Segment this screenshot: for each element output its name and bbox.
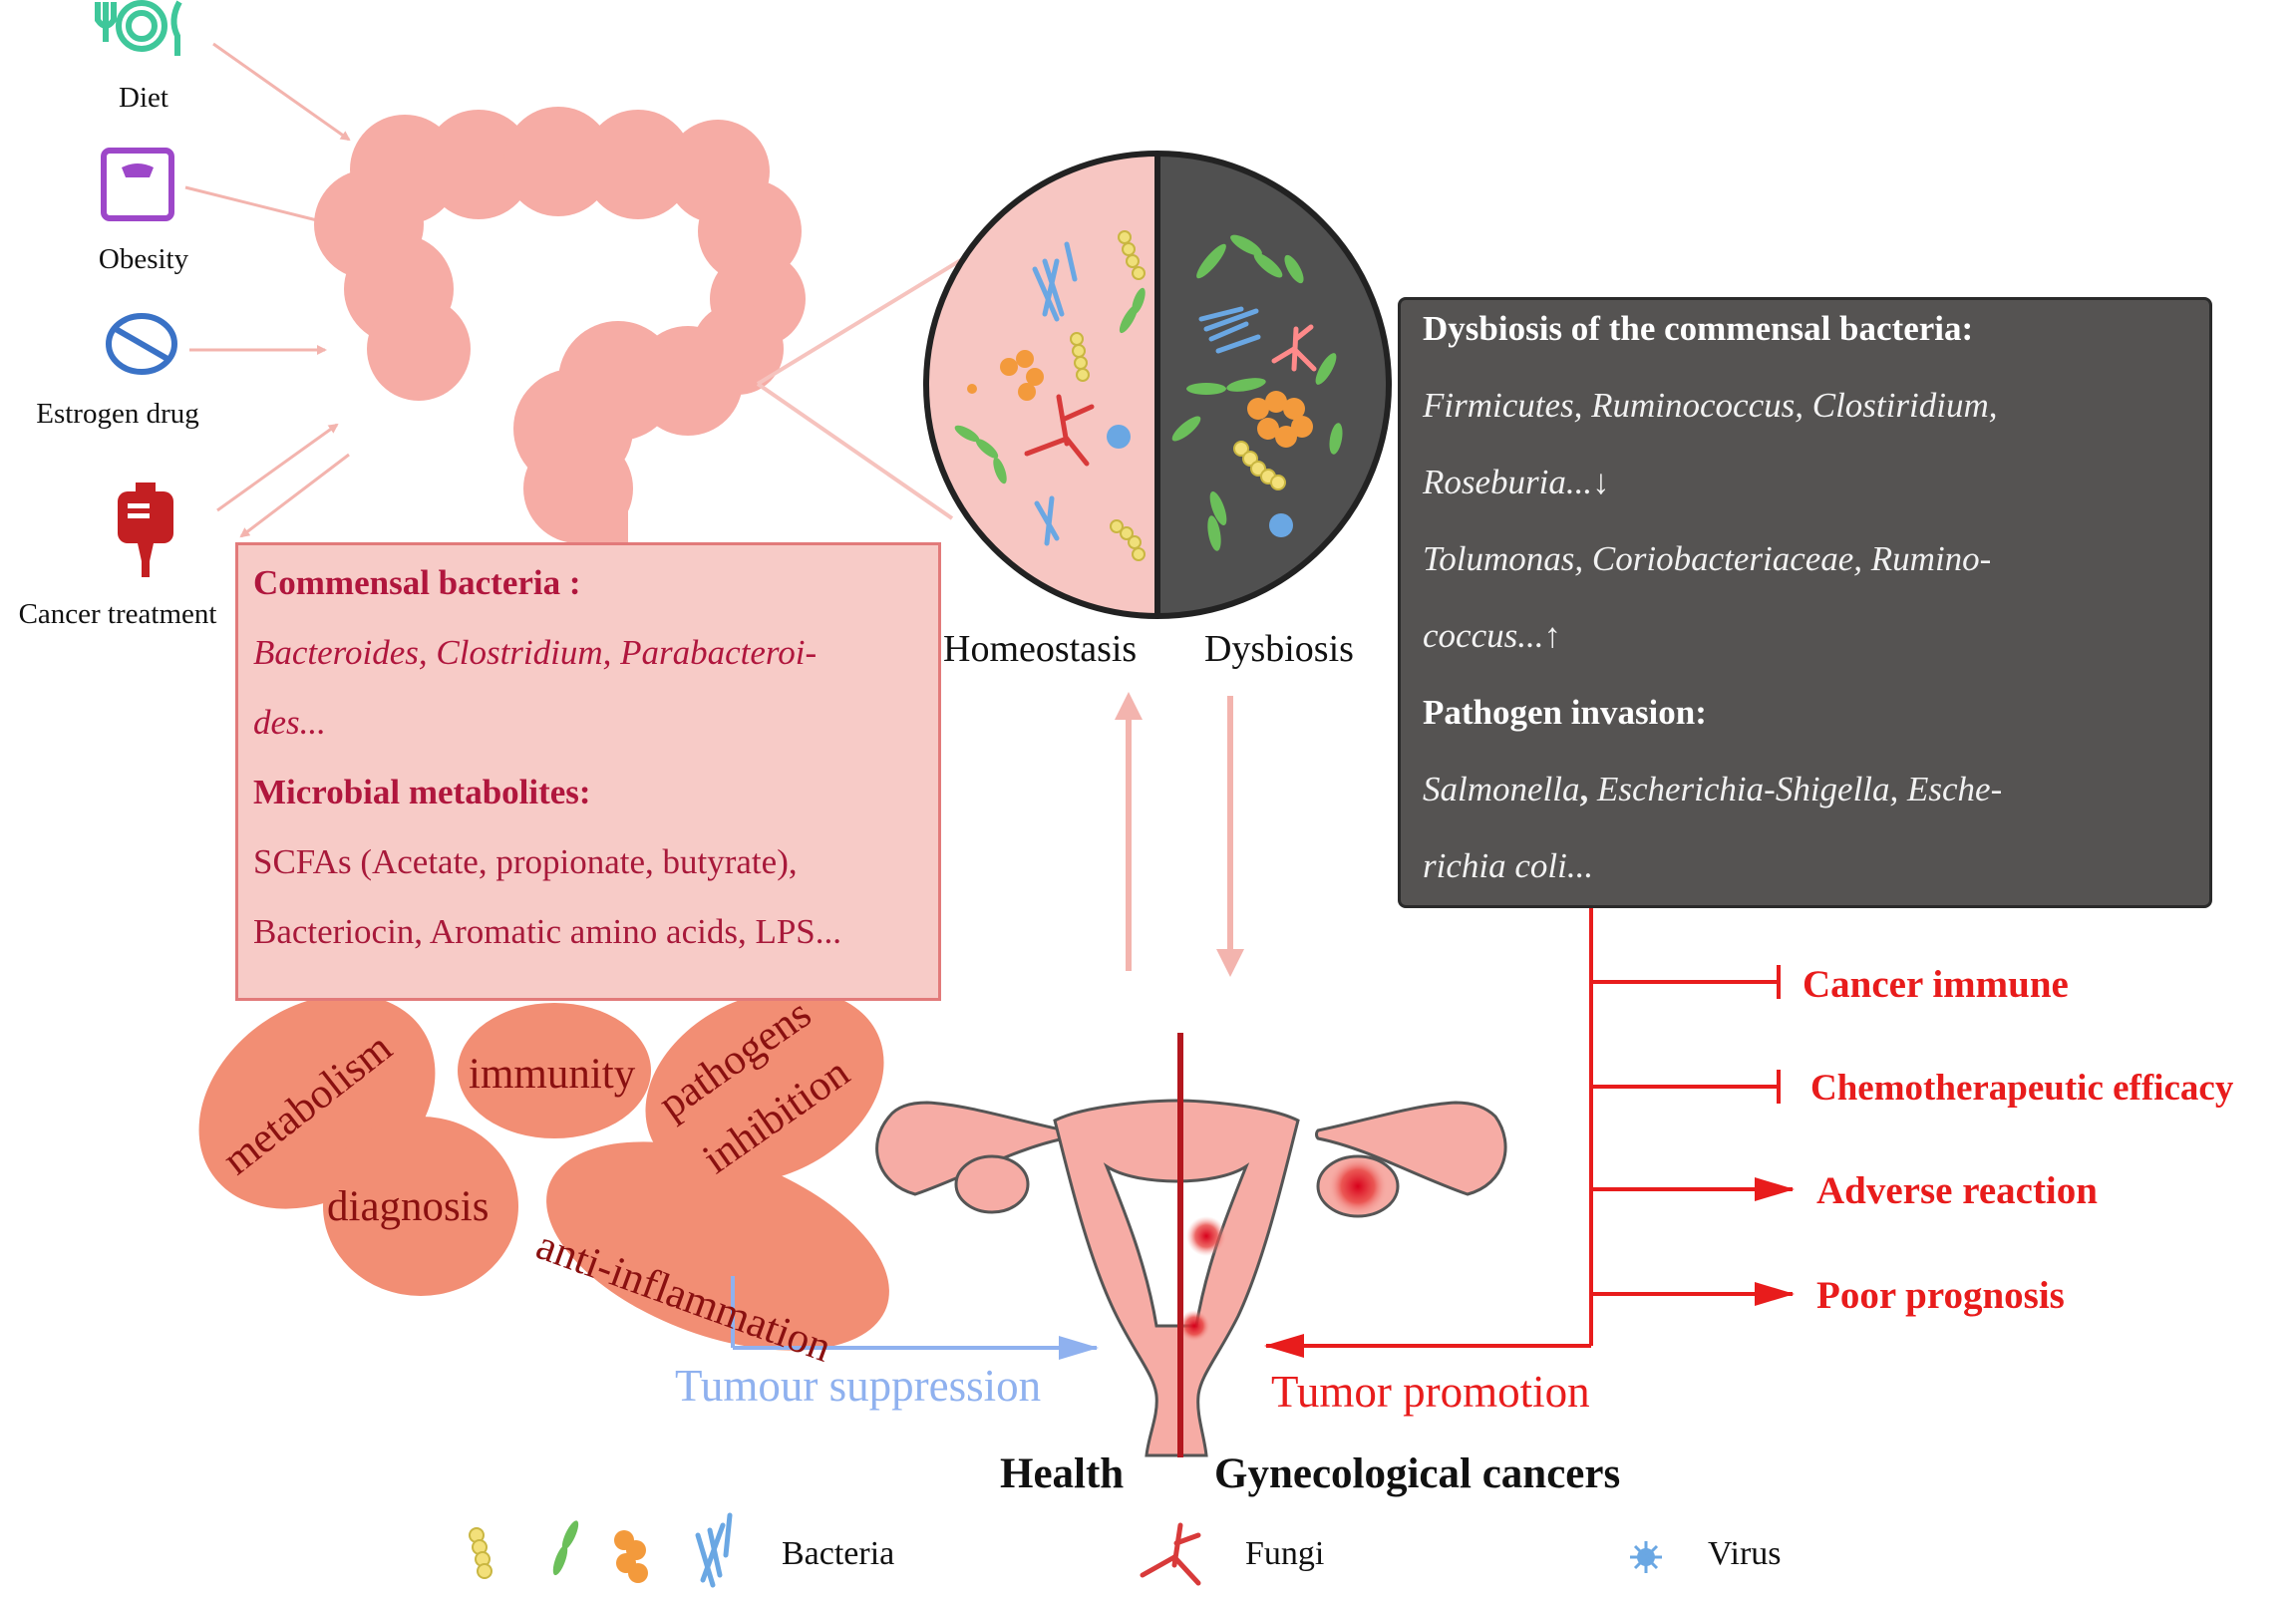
dysbiosis-box: Dysbiosis of the commensal bacteria: Fir… xyxy=(1398,297,2212,908)
homeostasis-microbes xyxy=(954,230,1146,561)
pathogen-heading: Pathogen invasion: xyxy=(1423,693,1707,732)
pathogen-rest: Escherichia-Shigella, Esche- xyxy=(1596,770,2003,808)
uterus-illustration xyxy=(875,1033,1507,1457)
function-diagnosis: diagnosis xyxy=(327,1183,490,1230)
dysbiosis-line-2: Roseburia...↓ xyxy=(1423,463,1610,501)
effect-bracket xyxy=(1264,908,1795,1358)
factor-label-estrogen: Estrogen drug xyxy=(36,398,199,430)
factor-label-diet: Diet xyxy=(119,82,168,114)
homeostasis-label: Homeostasis xyxy=(943,628,1138,670)
pathogen-separator: , xyxy=(1579,770,1597,808)
factor-label-cancer-treatment: Cancer treatment xyxy=(18,598,217,630)
legend-bacteria-label: Bacteria xyxy=(782,1535,895,1572)
effect-adverse-reaction: Adverse reaction xyxy=(1816,1169,2098,1212)
commensal-line-2: des... xyxy=(253,703,326,742)
commensal-heading: Commensal bacteria : xyxy=(253,563,581,602)
dysbiosis-line-4: coccus...↑ xyxy=(1423,616,1561,655)
dysbiosis-down-arrow xyxy=(1216,696,1244,977)
legend-fungi-icon xyxy=(1140,1522,1201,1586)
colon-illustration xyxy=(314,107,806,548)
zoom-lines xyxy=(756,245,984,520)
dysbiosis-label: Dysbiosis xyxy=(1204,628,1354,670)
pathogen-line-1: Salmonella, Escherichia-Shigella, Esche- xyxy=(1423,754,2002,824)
factor-arrows xyxy=(184,42,351,538)
microbiome-circle xyxy=(923,151,1392,619)
homeostasis-up-arrow xyxy=(1115,692,1143,971)
iv-bag-icon xyxy=(118,482,173,577)
tumor-promotion-label: Tumor promotion xyxy=(1271,1367,1590,1417)
function-immunity: immunity xyxy=(469,1051,636,1098)
effect-chemotherapeutic-efficacy: Chemotherapeutic efficacy xyxy=(1810,1068,2234,1109)
legend-fungi-label: Fungi xyxy=(1245,1535,1325,1572)
factor-label-obesity: Obesity xyxy=(98,243,189,275)
health-label: Health xyxy=(1000,1450,1125,1497)
legend-virus-label: Virus xyxy=(1708,1535,1782,1572)
legend-bacteria-icons xyxy=(469,1512,733,1588)
legend-virus-icon xyxy=(1630,1541,1662,1573)
effect-cancer-immune: Cancer immune xyxy=(1803,963,2069,1006)
metabolites-heading: Microbial metabolites: xyxy=(253,773,591,811)
function-ovals xyxy=(198,989,889,1351)
pill-icon xyxy=(106,313,177,375)
gynecological-cancers-label: Gynecological cancers xyxy=(1214,1450,1621,1497)
commensal-line-1: Bacteroides, Clostridium, Parabacteroi- xyxy=(253,633,818,672)
dysbiosis-line-1: Firmicutes, Ruminococcus, Clostiridium, xyxy=(1423,386,1998,425)
metabolites-line-1: SCFAs (Acetate, propionate, butyrate), xyxy=(253,842,798,881)
metabolites-line-2: Bacteriocin, Aromatic amino acids, LPS..… xyxy=(253,912,842,951)
fork-plate-knife-icon xyxy=(95,0,182,56)
dysbiosis-microbes xyxy=(1171,234,1343,551)
effect-poor-prognosis: Poor prognosis xyxy=(1816,1274,2065,1317)
tumour-suppression-label: Tumour suppression xyxy=(675,1361,1042,1411)
suppression-arrow xyxy=(731,1276,1099,1360)
scale-icon xyxy=(101,148,174,221)
commensal-bacteria-box: Commensal bacteria : Bacteroides, Clostr… xyxy=(235,542,941,1001)
pathogen-salmonella: Salmonella xyxy=(1423,770,1580,808)
dysbiosis-line-3: Tolumonas, Coriobacteriaceae, Rumino- xyxy=(1423,539,1992,578)
dysbiosis-heading: Dysbiosis of the commensal bacteria: xyxy=(1423,309,1974,348)
pathogen-line-2: richia coli... xyxy=(1423,846,1594,885)
